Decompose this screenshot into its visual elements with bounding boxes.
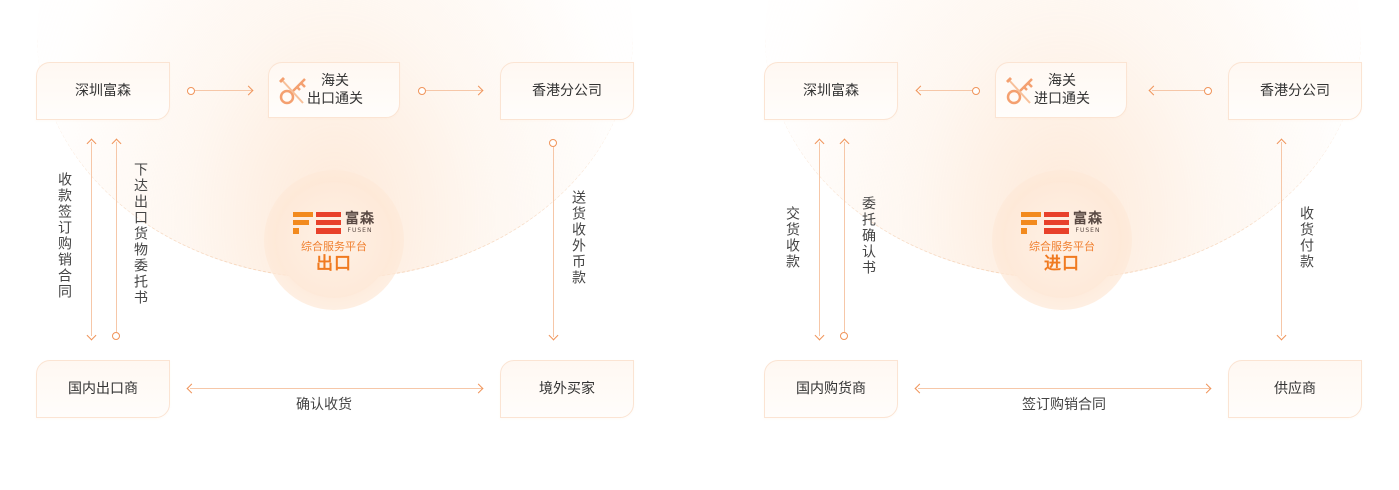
arrow-line (1152, 90, 1204, 91)
node-customs-import: 海关 进口通关 (995, 62, 1127, 118)
hub-subtitle: 综合服务平台 (1029, 240, 1095, 253)
arrow-line (190, 388, 482, 389)
arrow-start-dot (418, 87, 426, 95)
node-customs-export: 海关 出口通关 (268, 62, 400, 118)
customs-label-line2: 出口通关 (307, 91, 363, 107)
label-payment-contract: 收款签订购销合同 (56, 172, 72, 300)
logo-cn-text: 富森 (345, 211, 375, 227)
fusen-logo: 富森 FUSEN (1021, 212, 1103, 234)
customs-label-line1: 海关 (321, 73, 349, 89)
node-label: 国内出口商 (68, 381, 138, 397)
arrow-start-dot (1204, 87, 1212, 95)
hub-platform-export: 富森 FUSEN 综合服务平台 出口 (264, 170, 404, 310)
arrow-line (919, 90, 972, 91)
node-label: 国内购货商 (796, 381, 866, 397)
label-delivery-payment: 送货收外币款 (570, 190, 586, 286)
arrow-start-dot (972, 87, 980, 95)
node-label: 深圳富森 (75, 83, 131, 99)
arrow-line (1281, 142, 1282, 336)
hub-title: 进口 (1044, 254, 1080, 274)
label-confirm-receipt: 确认收货 (296, 397, 352, 413)
arrow-line (819, 142, 820, 336)
arrow-line (553, 147, 554, 337)
import-flow-diagram: 深圳富森 海关 进口通关 香港分公司 国内购货商 供应商 交货收款 (728, 0, 1368, 490)
node-label: 香港分公司 (532, 83, 602, 99)
arrow-line (918, 388, 1210, 389)
arrow-line (195, 90, 252, 91)
node-label: 境外买家 (539, 381, 595, 397)
arrow-start-dot (840, 332, 848, 340)
customs-key-icon (279, 77, 306, 105)
hub-title: 出口 (316, 254, 352, 274)
label-entrust-confirmation: 委托确认书 (860, 196, 876, 276)
hub-subtitle: 综合服务平台 (301, 240, 367, 253)
node-supplier: 供应商 (1228, 360, 1362, 418)
arrow-line (844, 142, 845, 332)
node-shenzhen-fusen: 深圳富森 (764, 62, 898, 120)
arrow-line (116, 142, 117, 332)
label-sign-contract: 签订购销合同 (1022, 397, 1106, 413)
customs-label-line1: 海关 (1048, 73, 1076, 89)
fs-logo-mark (293, 212, 341, 234)
node-hk-branch: 香港分公司 (1228, 62, 1362, 120)
logo-cn-text: 富森 (1073, 211, 1103, 227)
node-domestic-buyer: 国内购货商 (764, 360, 898, 418)
arrow-line (91, 142, 92, 336)
export-flow-diagram: 深圳富森 海关 出口通关 香港分公司 国内出口商 境外买家 收款签订购销合同 (0, 0, 640, 490)
node-shenzhen-fusen: 深圳富森 (36, 62, 170, 120)
logo-en-text: FUSEN (347, 227, 373, 234)
node-domestic-exporter: 国内出口商 (36, 360, 170, 418)
label-delivery-collection: 交货收款 (784, 206, 800, 270)
logo-en-text: FUSEN (1075, 227, 1101, 234)
customs-label-line2: 进口通关 (1034, 91, 1090, 107)
node-label: 深圳富森 (803, 83, 859, 99)
node-hk-branch: 香港分公司 (500, 62, 634, 120)
fs-logo-mark (1021, 212, 1069, 234)
arrow-start-dot (112, 332, 120, 340)
node-overseas-buyer: 境外买家 (500, 360, 634, 418)
arrow-start-dot (187, 87, 195, 95)
node-label: 香港分公司 (1260, 83, 1330, 99)
arrow-start-dot (549, 139, 557, 147)
label-receive-pay: 收货付款 (1298, 206, 1314, 270)
fusen-logo: 富森 FUSEN (293, 212, 375, 234)
arrow-line (426, 90, 482, 91)
hub-platform-import: 富森 FUSEN 综合服务平台 进口 (992, 170, 1132, 310)
label-export-entrust: 下达出口货物委托书 (132, 162, 148, 306)
customs-key-icon (1006, 77, 1033, 105)
node-label: 供应商 (1274, 381, 1316, 397)
